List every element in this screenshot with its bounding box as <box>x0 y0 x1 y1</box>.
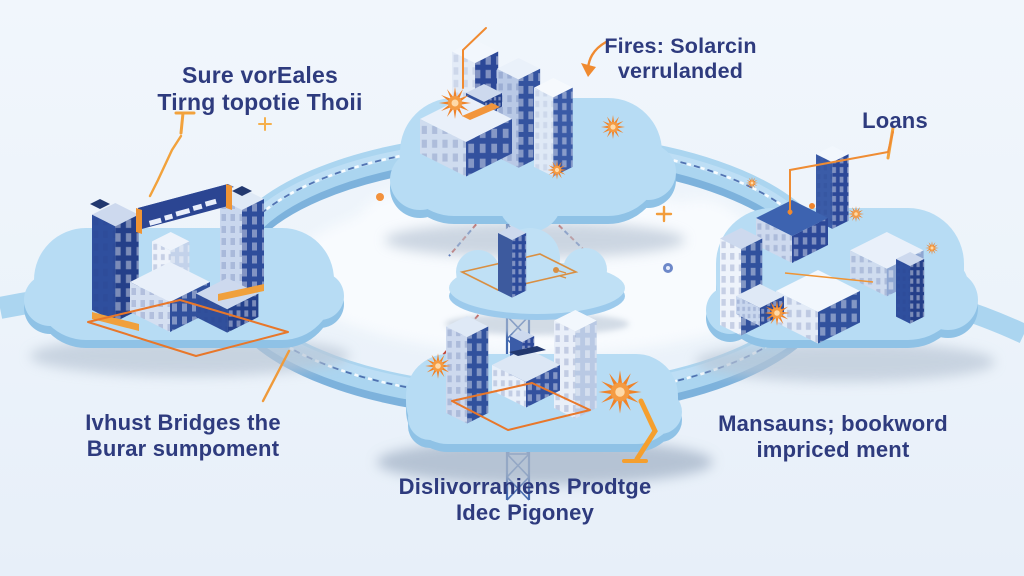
roof-equipment <box>232 186 252 196</box>
orange-plot-outline <box>451 382 591 431</box>
orange-dot <box>376 193 384 201</box>
building-cluster-right <box>720 146 925 344</box>
label-connector-line <box>462 27 487 89</box>
label-line: Sure vorEales <box>181 62 339 88</box>
building-tower <box>896 252 925 324</box>
lightning-bolt-icon <box>634 398 658 462</box>
label-right: Loans <box>815 108 975 134</box>
label-bottom-center: Dislivorraniens Prodtge Idec Pigoney <box>335 474 715 526</box>
cloud-platform-center <box>445 228 629 335</box>
building-tower <box>446 316 489 424</box>
label-line: Mansauns; bookword <box>718 411 948 436</box>
orange-base-trim <box>92 312 139 331</box>
label-line: verrulanded <box>617 59 744 83</box>
label-connector-line <box>261 349 291 403</box>
label-line: Loans <box>862 108 928 133</box>
plus-marker-icon <box>655 205 673 223</box>
center-server-node <box>459 226 579 298</box>
building-cluster-bottom <box>446 310 597 431</box>
building-cluster-top <box>420 40 573 177</box>
label-line: Dislivorraniens Prodtge <box>398 474 652 499</box>
label-line: Idec Pigoney <box>455 500 595 525</box>
orange-awning <box>462 103 500 120</box>
orange-plot-outline <box>87 299 289 357</box>
orange-base-trim <box>218 284 264 301</box>
building-server-tower <box>498 226 527 298</box>
building-cluster-left <box>87 184 289 357</box>
annotation-connectors <box>148 27 895 463</box>
label-top-center: Fires: Solarcin verrulanded <box>563 34 798 84</box>
label-line: Ivhust Bridges the <box>85 410 281 435</box>
roof-equipment <box>90 199 110 209</box>
label-line: impriced ment <box>756 437 910 462</box>
t-marker-icon <box>174 111 196 135</box>
label-line: Fires: Solarcin <box>604 34 757 58</box>
label-bottom-right: Mansauns; bookword impriced ment <box>668 411 998 463</box>
dark-roof-panel <box>509 346 546 356</box>
banner-sign <box>136 184 234 234</box>
label-bottom-left: Ivhust Bridges the Burar sumpoment <box>18 410 348 462</box>
label-line: Burar sumpoment <box>86 436 280 461</box>
orange-roof-line <box>784 272 874 283</box>
building-tower <box>534 78 573 177</box>
label-connector-line <box>789 131 894 215</box>
label-line: Tirng topotie Thoii <box>157 89 363 115</box>
label-connector-line <box>148 134 183 198</box>
label-top-left: Sure vorEales Tirng topotie Thoii <box>95 62 425 116</box>
plus-marker-icon <box>258 117 272 131</box>
